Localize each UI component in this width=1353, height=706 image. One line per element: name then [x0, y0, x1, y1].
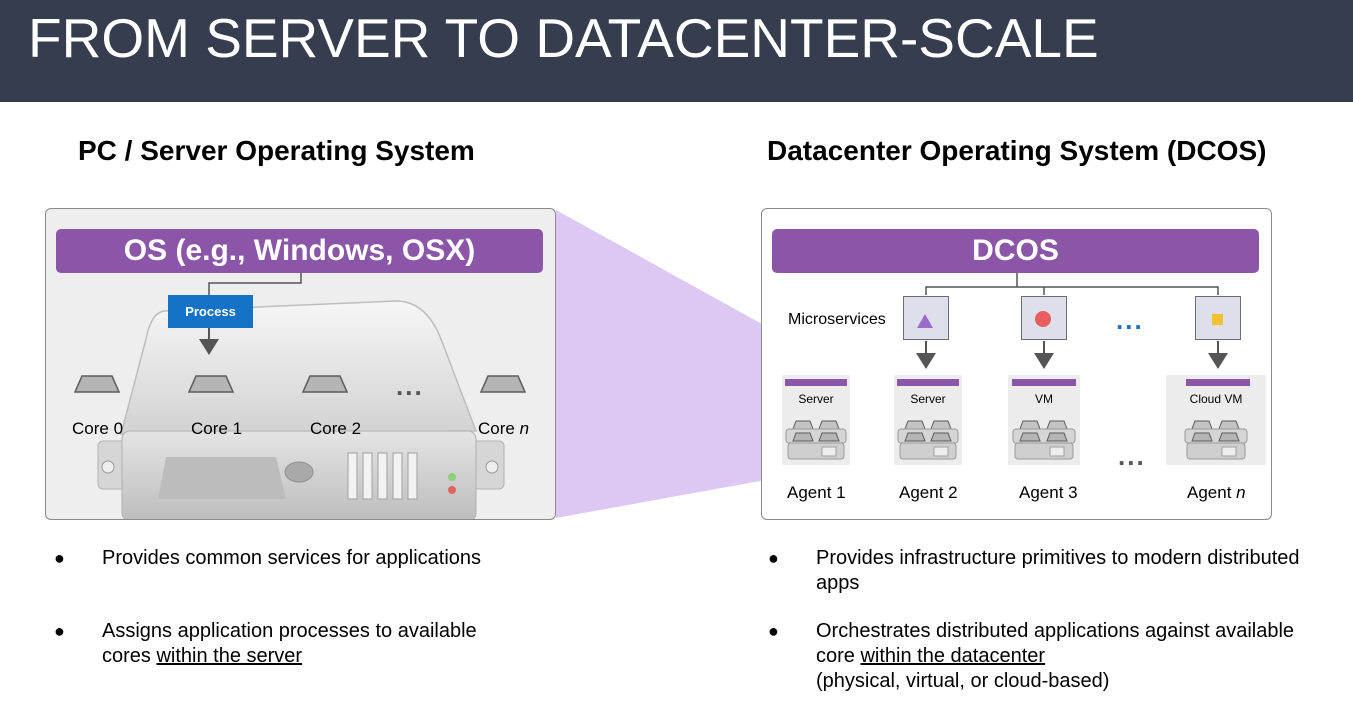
- core-0-label: Core 0: [72, 419, 124, 438]
- core-0-icon: [74, 375, 120, 393]
- agent-card-1: Server: [782, 375, 850, 465]
- left-section-title: PC / Server Operating System: [78, 135, 475, 166]
- bullet-icon: ●: [54, 621, 65, 641]
- agent-card-3: VM: [1008, 375, 1080, 465]
- agent-n-label: Agent n: [1187, 483, 1246, 502]
- right-bullet-list: ● Provides infrastructure primitives to …: [768, 546, 1338, 694]
- agent-2-label: Agent 2: [899, 483, 958, 502]
- microservice-square: [1195, 296, 1241, 340]
- agent-type-label: Server: [798, 392, 834, 406]
- agent-1-label: Agent 1: [787, 483, 846, 502]
- bullet-icon: ●: [768, 621, 779, 641]
- agent-type-label: Cloud VM: [1189, 392, 1243, 406]
- title-banner: FROM SERVER TO DATACENTER-SCALE: [0, 0, 1353, 102]
- core-n-icon: [480, 375, 526, 393]
- core-2-label: Core 2: [310, 419, 362, 438]
- circle-icon: [1035, 311, 1051, 327]
- os-bar: OS (e.g., Windows, OSX): [56, 229, 543, 273]
- agent-3-label: Agent 3: [1019, 483, 1078, 502]
- process-box: Process: [168, 295, 253, 328]
- bullet-icon: ●: [768, 548, 779, 568]
- core-1-icon: [188, 375, 234, 393]
- microservice-triangle: [903, 296, 949, 340]
- bullet-icon: ●: [54, 548, 65, 568]
- agent-card-2: Server: [894, 375, 962, 465]
- triangle-icon: [917, 314, 933, 328]
- core-ellipsis: ...: [396, 371, 424, 401]
- dcos-bar: DCOS: [772, 229, 1259, 273]
- left-bullet-list: ● Provides common services for applicati…: [54, 546, 524, 669]
- slide-title: FROM SERVER TO DATACENTER-SCALE: [28, 7, 1099, 69]
- microservice-circle: [1021, 296, 1067, 340]
- server-os-panel: OS (e.g., Windows, OSX) Process ... Core…: [45, 208, 556, 520]
- square-icon: [1212, 314, 1223, 325]
- rack-server-icon: [897, 420, 959, 460]
- core-2-icon: [302, 375, 348, 393]
- right-section-title: Datacenter Operating System (DCOS): [767, 135, 1267, 166]
- rack-server-icon: [1184, 420, 1248, 460]
- core-n-label: Core n: [478, 419, 530, 438]
- microservices-label: Microservices: [788, 311, 886, 328]
- agent-type-label: Server: [910, 392, 946, 406]
- agent-type-label: VM: [1035, 392, 1053, 406]
- microservice-ellipsis: ...: [1116, 305, 1144, 335]
- server-icon: [97, 273, 505, 519]
- rack-server-icon: [785, 420, 847, 460]
- list-item: ● Provides common services for applicati…: [54, 547, 482, 569]
- agent-ellipsis: ...: [1118, 441, 1146, 471]
- dcos-connectors: [916, 273, 1228, 369]
- rack-server-icon: [1012, 420, 1076, 460]
- list-item: ● Provides infrastructure primitives to …: [768, 547, 1300, 594]
- list-item: ● Assigns application processes to avail…: [54, 620, 477, 667]
- core-1-label: Core 1: [191, 419, 243, 438]
- agent-card-n: Cloud VM: [1166, 375, 1266, 465]
- dcos-panel: DCOS Microservices ... Server Server: [761, 208, 1272, 520]
- list-item: ● Orchestrates distributed applications …: [768, 620, 1295, 692]
